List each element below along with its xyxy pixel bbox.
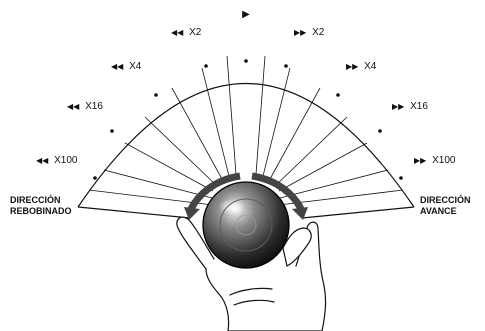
forward-icon: ▶▶	[346, 62, 359, 71]
rewind-speed-x100: ◀◀ X100	[36, 155, 78, 166]
forward-speed-x16: ▶▶ X16	[392, 101, 428, 112]
rewind-icon: ◀◀	[67, 102, 80, 111]
zone-dots	[93, 59, 403, 180]
forward-speed-x100: ▶▶ X100	[414, 155, 456, 166]
forward-direction-label: DIRECCIÓN AVANCE	[420, 194, 473, 216]
forward-speed-x4: ▶▶ X4	[346, 61, 377, 72]
dial-right-edge	[302, 207, 414, 218]
rewind-icon: ◀◀	[171, 28, 184, 37]
forward-speed-x2: ▶▶ X2	[294, 27, 325, 38]
rewind-speed-x2: ◀◀ X2	[171, 27, 202, 38]
jog-shuttle-knob	[203, 182, 289, 268]
rewind-icon: ◀◀	[111, 62, 124, 71]
forward-icon: ▶▶	[414, 156, 427, 165]
dial-left-edge	[78, 207, 190, 218]
forward-icon: ▶▶	[392, 102, 405, 111]
rewind-icon: ◀◀	[36, 156, 49, 165]
play-icon: ▶	[242, 9, 250, 20]
rewind-speed-x4: ◀◀ X4	[111, 61, 142, 72]
forward-icon: ▶▶	[294, 28, 307, 37]
rewind-speed-x16: ◀◀ X16	[67, 101, 103, 112]
forward-speed-labels: ▶▶ X2 ▶▶ X4 ▶▶ X16 ▶▶ X100	[294, 27, 456, 166]
rewind-direction-label: DIRECCIÓN REBOBINADO	[10, 194, 72, 216]
